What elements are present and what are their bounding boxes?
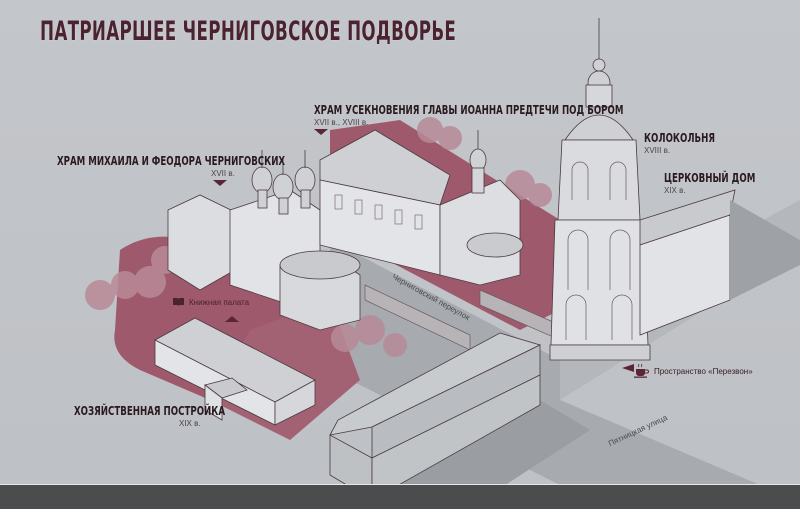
label-outbuilding[interactable]: ХОЗЯЙСТВЕННАЯ ПОСТРОЙКА XIX в. [74,404,284,428]
church-ioann [319,129,524,286]
building-name: ЦЕРКОВНЫЙ ДОМ [664,171,756,185]
building-century: XIX в. [664,186,686,195]
location-marker-icon [314,129,328,135]
page-title: ПАТРИАРШЕЕ ЧЕРНИГОВСКОЕ ПОДВОРЬЕ [40,16,457,47]
building-century: XVIII в. [644,146,671,155]
location-marker-icon [213,180,227,186]
label-church-house[interactable]: ЦЕРКОВНЫЙ ДОМ XIX в. [664,171,791,195]
building-century: XIX в. [179,419,201,428]
floor [0,484,800,509]
building-name: КОЛОКОЛЬНЯ [644,131,715,145]
poi-label: Пространство «Перезвон» [654,366,753,376]
building-century: XVII в., XVIII в. [314,118,369,127]
outbuilding [154,317,316,426]
location-marker-icon [225,316,239,322]
building-name: ХОЗЯЙСТВЕННАЯ ПОСТРОЙКА [74,404,226,418]
book-icon [173,298,184,306]
poi-bookshop[interactable]: Книжная палата [172,297,249,307]
label-bell-tower[interactable]: КОЛОКОЛЬНЯ XVIII в. [644,131,743,155]
trees [85,117,552,357]
church-mikhail-fedor [167,150,361,331]
label-church-ioann[interactable]: ХРАМ УСЕКНОВЕНИЯ ГЛАВЫ ИОАННА ПРЕДТЕЧИ П… [314,103,744,135]
poi-cafe[interactable]: Пространство «Перезвон» [634,364,753,378]
location-marker-icon [622,364,634,372]
coffee-cup-icon [634,364,649,378]
church-house [639,189,800,336]
building-name: ХРАМ МИХАИЛА И ФЕОДОРА ЧЕРНИГОВСКИХ [57,154,286,168]
poi-label: Книжная палата [189,297,250,307]
bell-tower [549,18,651,361]
label-church-mikhail-fedor[interactable]: ХРАМ МИХАИЛА И ФЕОДОРА ЧЕРНИГОВСКИХ XVII… [57,154,374,186]
building-name: ХРАМ УСЕКНОВЕНИЯ ГЛАВЫ ИОАННА ПРЕДТЕЧИ П… [314,103,624,117]
building-century: XVII в. [211,169,235,178]
long-building [329,332,542,501]
street-shadow [400,400,590,508]
